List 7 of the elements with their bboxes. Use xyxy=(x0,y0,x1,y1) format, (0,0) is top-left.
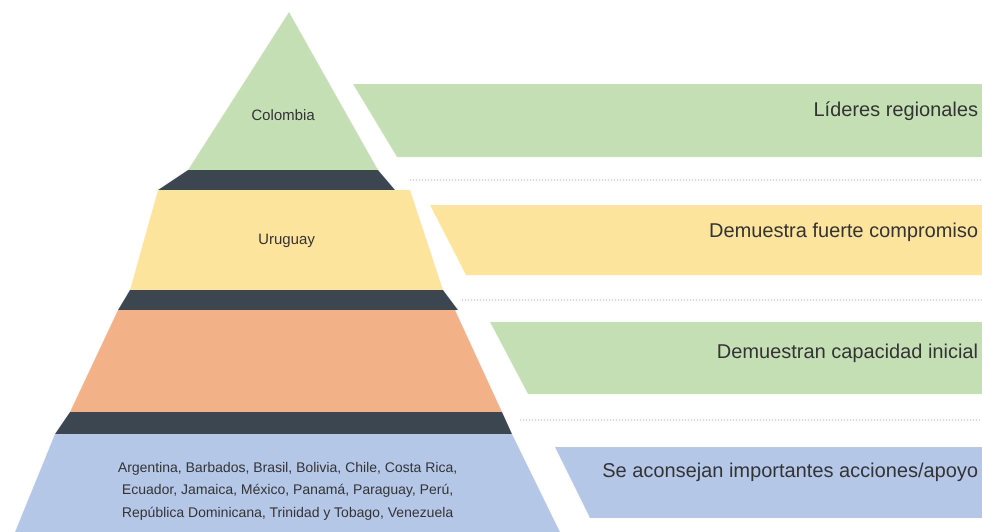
banner-text: Demuestra fuerte compromiso xyxy=(709,219,978,244)
banner-text: Demuestran capacidad inicial xyxy=(716,340,978,365)
country-label: Argentina, Barbados, Brasil, Bolivia, Chile, Costa Rica, Ecuador, Jamaica, México, Panamá, Paraguay, Perú, República Dominicana, Trinidad y Tobago, Venezuela xyxy=(116,458,458,522)
banner-text: Se aconsejan importantes acciones/apoyo xyxy=(602,459,978,484)
banner-text: Líderes regionales xyxy=(813,98,978,123)
country-label: Colombia xyxy=(250,106,316,126)
country-label: Uruguay xyxy=(257,230,316,250)
